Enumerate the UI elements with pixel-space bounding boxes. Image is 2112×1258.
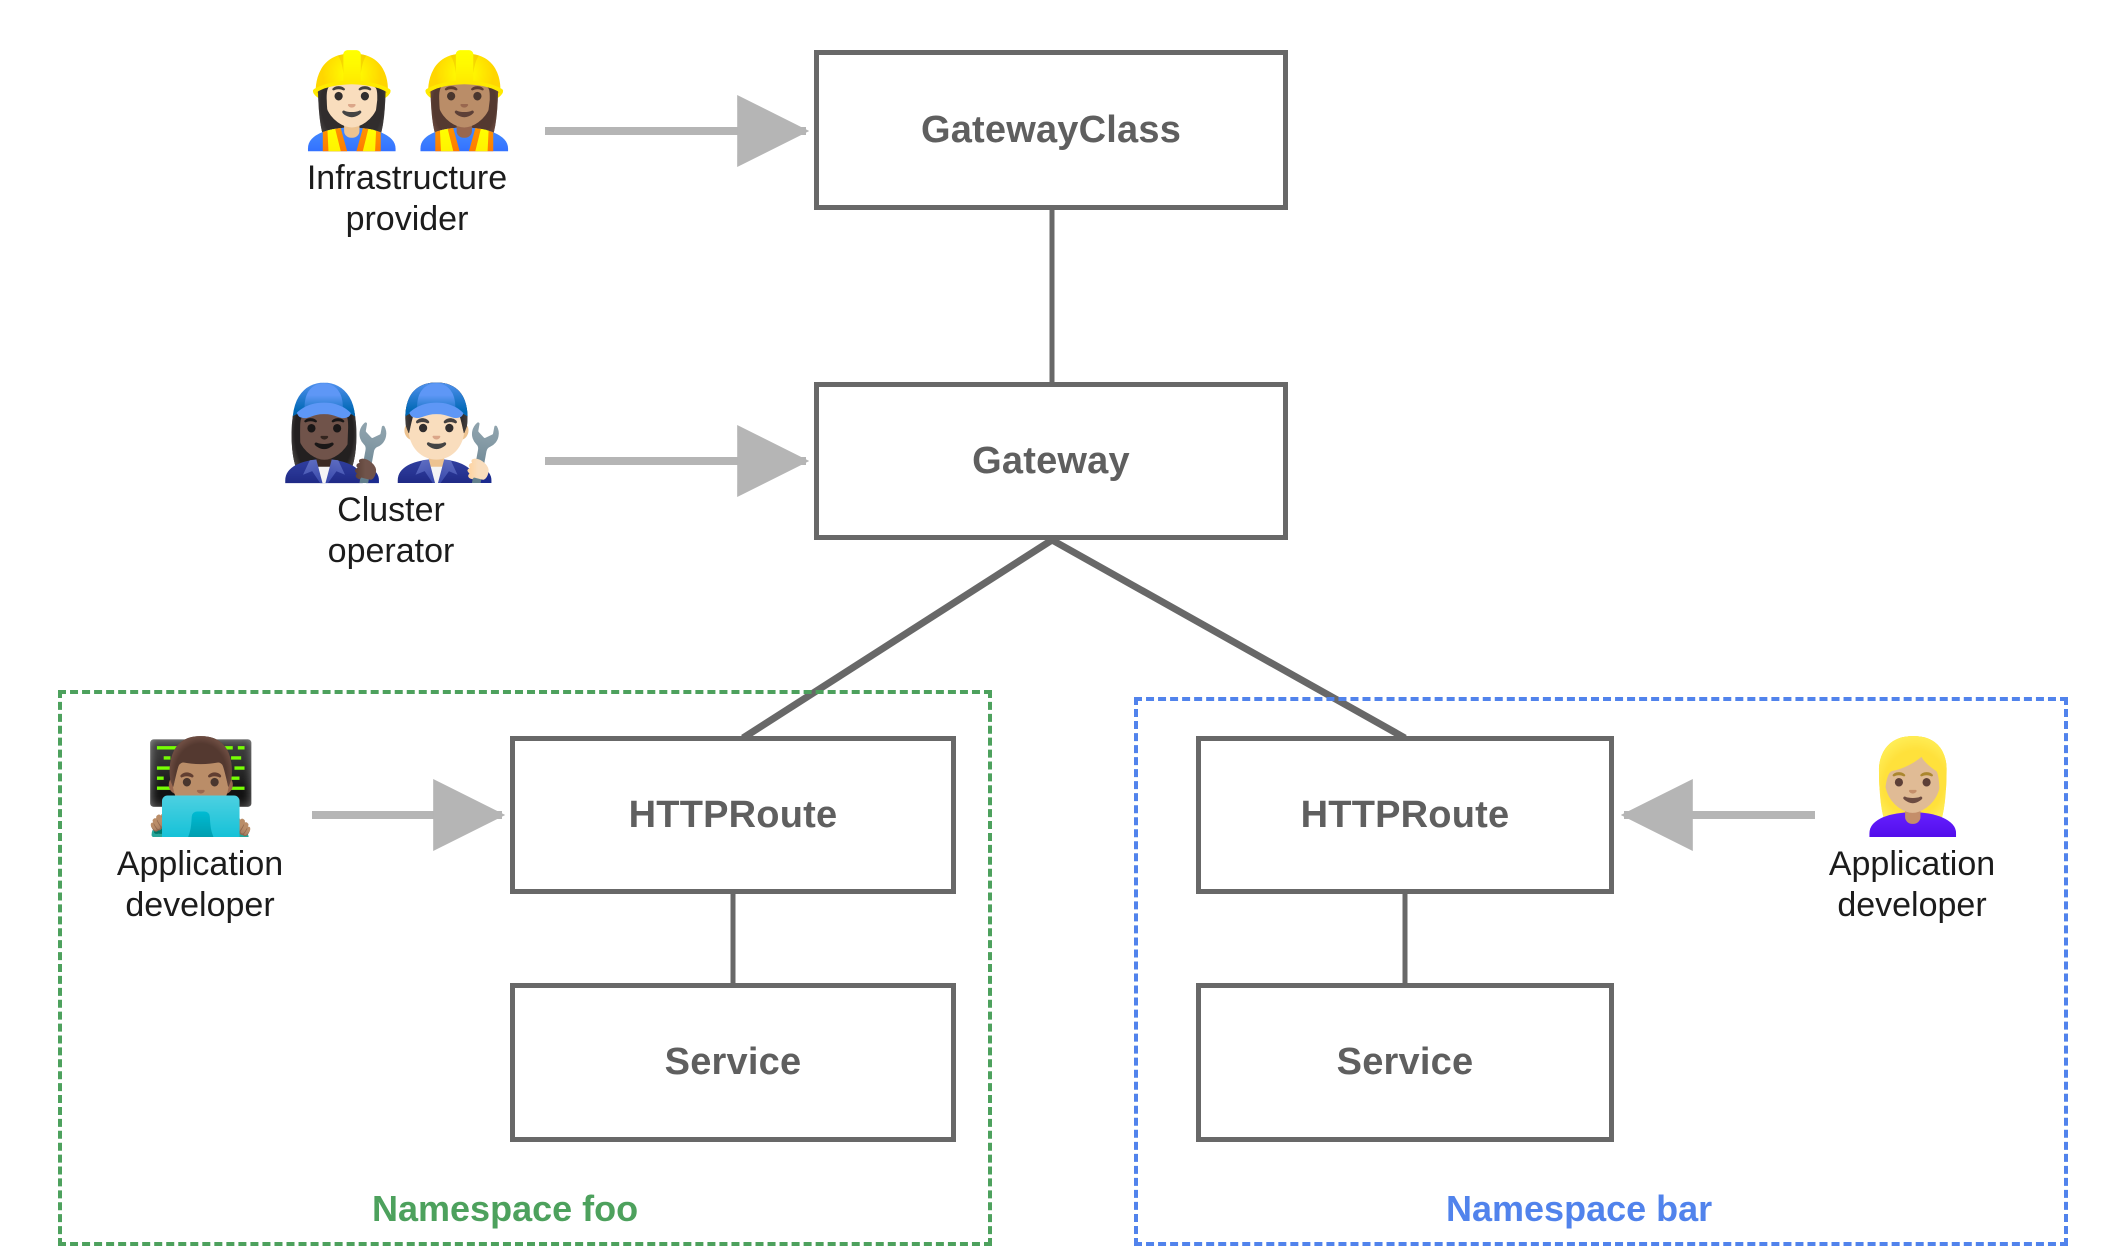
node-httproute-bar-label: HTTPRoute [1300, 793, 1510, 836]
persona-app-developer-bar: 👱🏼‍♀️ Application developer [1800, 738, 2024, 926]
node-httproute-foo-label: HTTPRoute [628, 793, 838, 836]
persona-app-developer-foo: 👨🏽‍💻 Application developer [88, 738, 312, 926]
node-service-foo[interactable]: Service [510, 983, 956, 1142]
persona-app-developer-bar-label: Application developer [1828, 844, 1996, 924]
persona-cluster-operator-label: Cluster operator [327, 490, 455, 570]
node-httproute-bar[interactable]: HTTPRoute [1196, 736, 1614, 894]
node-service-foo-label: Service [664, 1041, 802, 1083]
node-service-bar[interactable]: Service [1196, 983, 1614, 1142]
persona-cluster-operator: 👩🏿‍🔧👨🏻‍🔧 Cluster operator [256, 384, 526, 572]
namespace-foo-title: Namespace foo [372, 1188, 639, 1229]
persona-infrastructure-provider-label: Infrastructure provider [306, 158, 508, 238]
developer-laptop-icon: 👱🏼‍♀️ [1855, 733, 1971, 840]
mechanics-icon: 👩🏿‍🔧👨🏻‍🔧 [278, 379, 505, 486]
namespace-bar-title: Namespace bar [1446, 1188, 1713, 1229]
construction-workers-icon: 👷🏻‍♀️👷🏽‍♀️ [294, 47, 521, 154]
node-service-bar-label: Service [1336, 1041, 1474, 1083]
developer-laptop-icon: 👨🏽‍💻 [143, 733, 259, 840]
persona-infrastructure-provider: 👷🏻‍♀️👷🏽‍♀️ Infrastructure provider [272, 52, 542, 240]
node-gatewayclass[interactable]: GatewayClass [814, 50, 1288, 210]
node-httproute-foo[interactable]: HTTPRoute [510, 736, 956, 894]
node-gateway[interactable]: Gateway [814, 382, 1288, 540]
namespace-bar-boundary [1134, 697, 2068, 1246]
namespace-foo-boundary [58, 690, 992, 1246]
persona-app-developer-foo-label: Application developer [116, 844, 284, 924]
node-gatewayclass-label: GatewayClass [920, 108, 1182, 151]
node-gateway-label: Gateway [972, 439, 1130, 482]
